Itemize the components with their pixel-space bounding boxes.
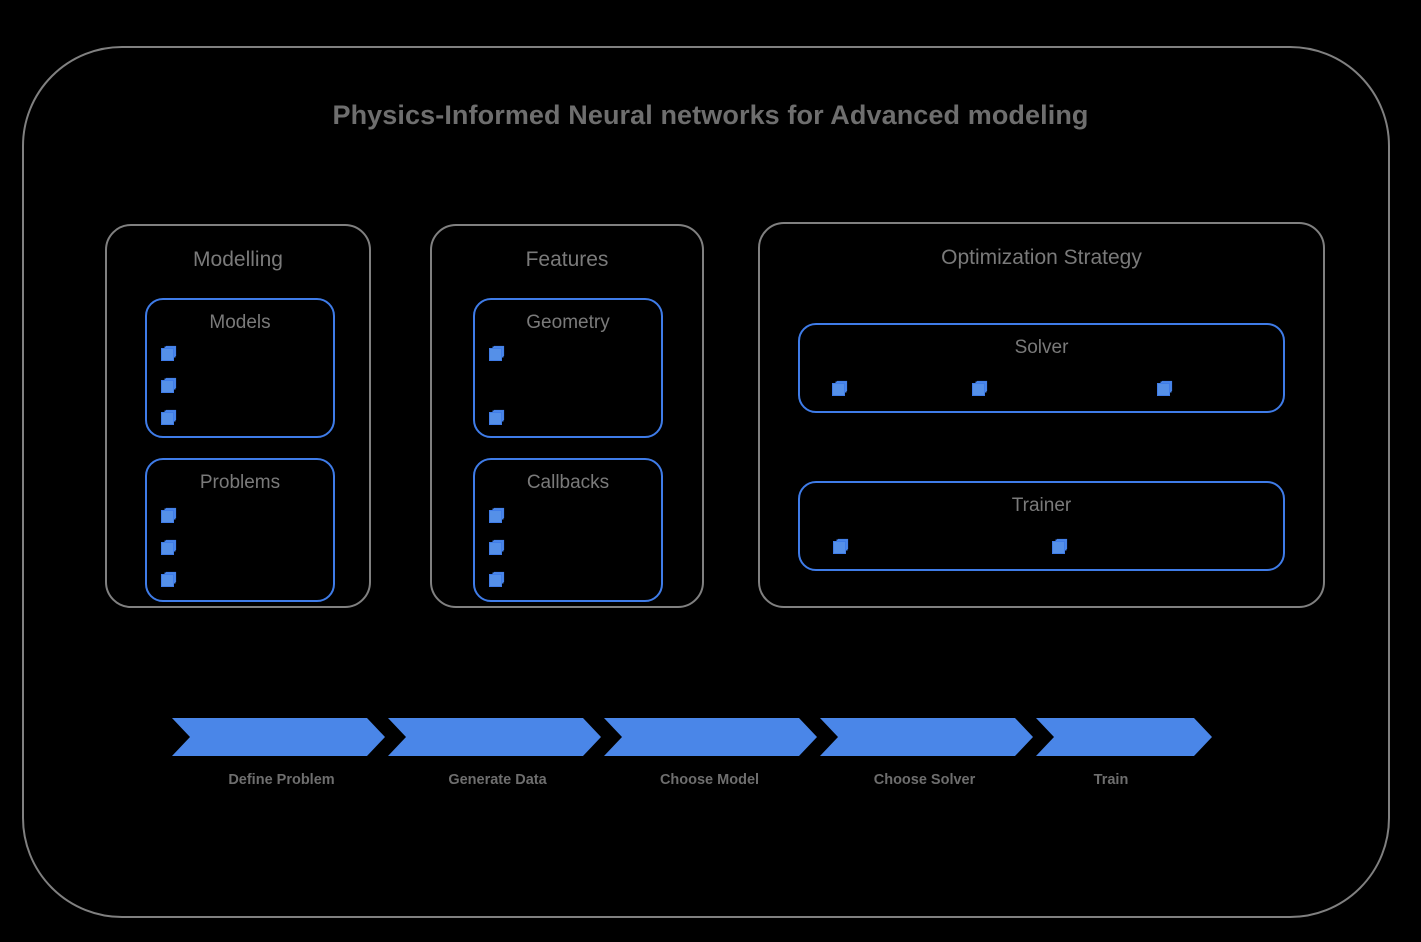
bullet-marker (161, 348, 174, 361)
group-optimization-strategy-label: Optimization Strategy (941, 246, 1142, 269)
box-problems-label: Problems (199, 472, 281, 493)
process-flow (172, 718, 1212, 756)
group-modelling: Modelling (105, 224, 371, 608)
bullet-marker (489, 412, 502, 425)
flow-step-label-choose-solver: Choose Solver (873, 772, 976, 788)
box-solver-label: Solver (1014, 337, 1069, 358)
group-features-label: Features (525, 248, 609, 271)
bullet-marker (489, 510, 502, 523)
box-callbacks[interactable]: Callbacks (473, 458, 663, 602)
box-models-label: Models (209, 312, 271, 333)
outer-frame (22, 46, 1390, 918)
bullet-marker (161, 510, 174, 523)
bullet-marker (161, 574, 174, 587)
bullet-marker (832, 383, 845, 396)
flow-step-arrow-choose-solver[interactable] (820, 718, 1033, 756)
flow-step-label-generate-data: Generate Data (448, 772, 547, 788)
flow-step-arrow-define-problem[interactable] (172, 718, 385, 756)
box-solver[interactable]: Solver (798, 323, 1285, 413)
box-trainer[interactable]: Trainer (798, 481, 1285, 571)
group-features: Features (430, 224, 704, 608)
bullet-marker (161, 380, 174, 393)
bullet-marker (489, 574, 502, 587)
bullet-marker (972, 383, 985, 396)
bullet-marker (1052, 541, 1065, 554)
box-trainer-label: Trainer (1011, 495, 1072, 516)
box-geometry[interactable]: Geometry (473, 298, 663, 438)
group-optimization-strategy: Optimization Strategy (758, 222, 1325, 608)
flow-step-arrow-train[interactable] (1036, 718, 1212, 756)
flow-step-label-train: Train (1093, 772, 1129, 788)
flow-step-arrow-choose-model[interactable] (604, 718, 817, 756)
box-callbacks-label: Callbacks (526, 472, 610, 493)
flow-step-label-choose-model: Choose Model (659, 772, 760, 788)
page-title: Physics-Informed Neural networks for Adv… (332, 100, 1089, 130)
bullet-marker (489, 348, 502, 361)
bullet-marker (161, 542, 174, 555)
flow-step-label-define-problem: Define Problem (228, 772, 335, 788)
flow-step-arrow-generate-data[interactable] (388, 718, 601, 756)
box-problems[interactable]: Problems (145, 458, 335, 602)
group-modelling-label: Modelling (193, 248, 283, 271)
box-geometry-label: Geometry (526, 312, 610, 333)
bullet-marker (833, 541, 846, 554)
box-models[interactable]: Models (145, 298, 335, 438)
bullet-marker (161, 412, 174, 425)
bullet-marker (1157, 383, 1170, 396)
bullet-marker (489, 542, 502, 555)
